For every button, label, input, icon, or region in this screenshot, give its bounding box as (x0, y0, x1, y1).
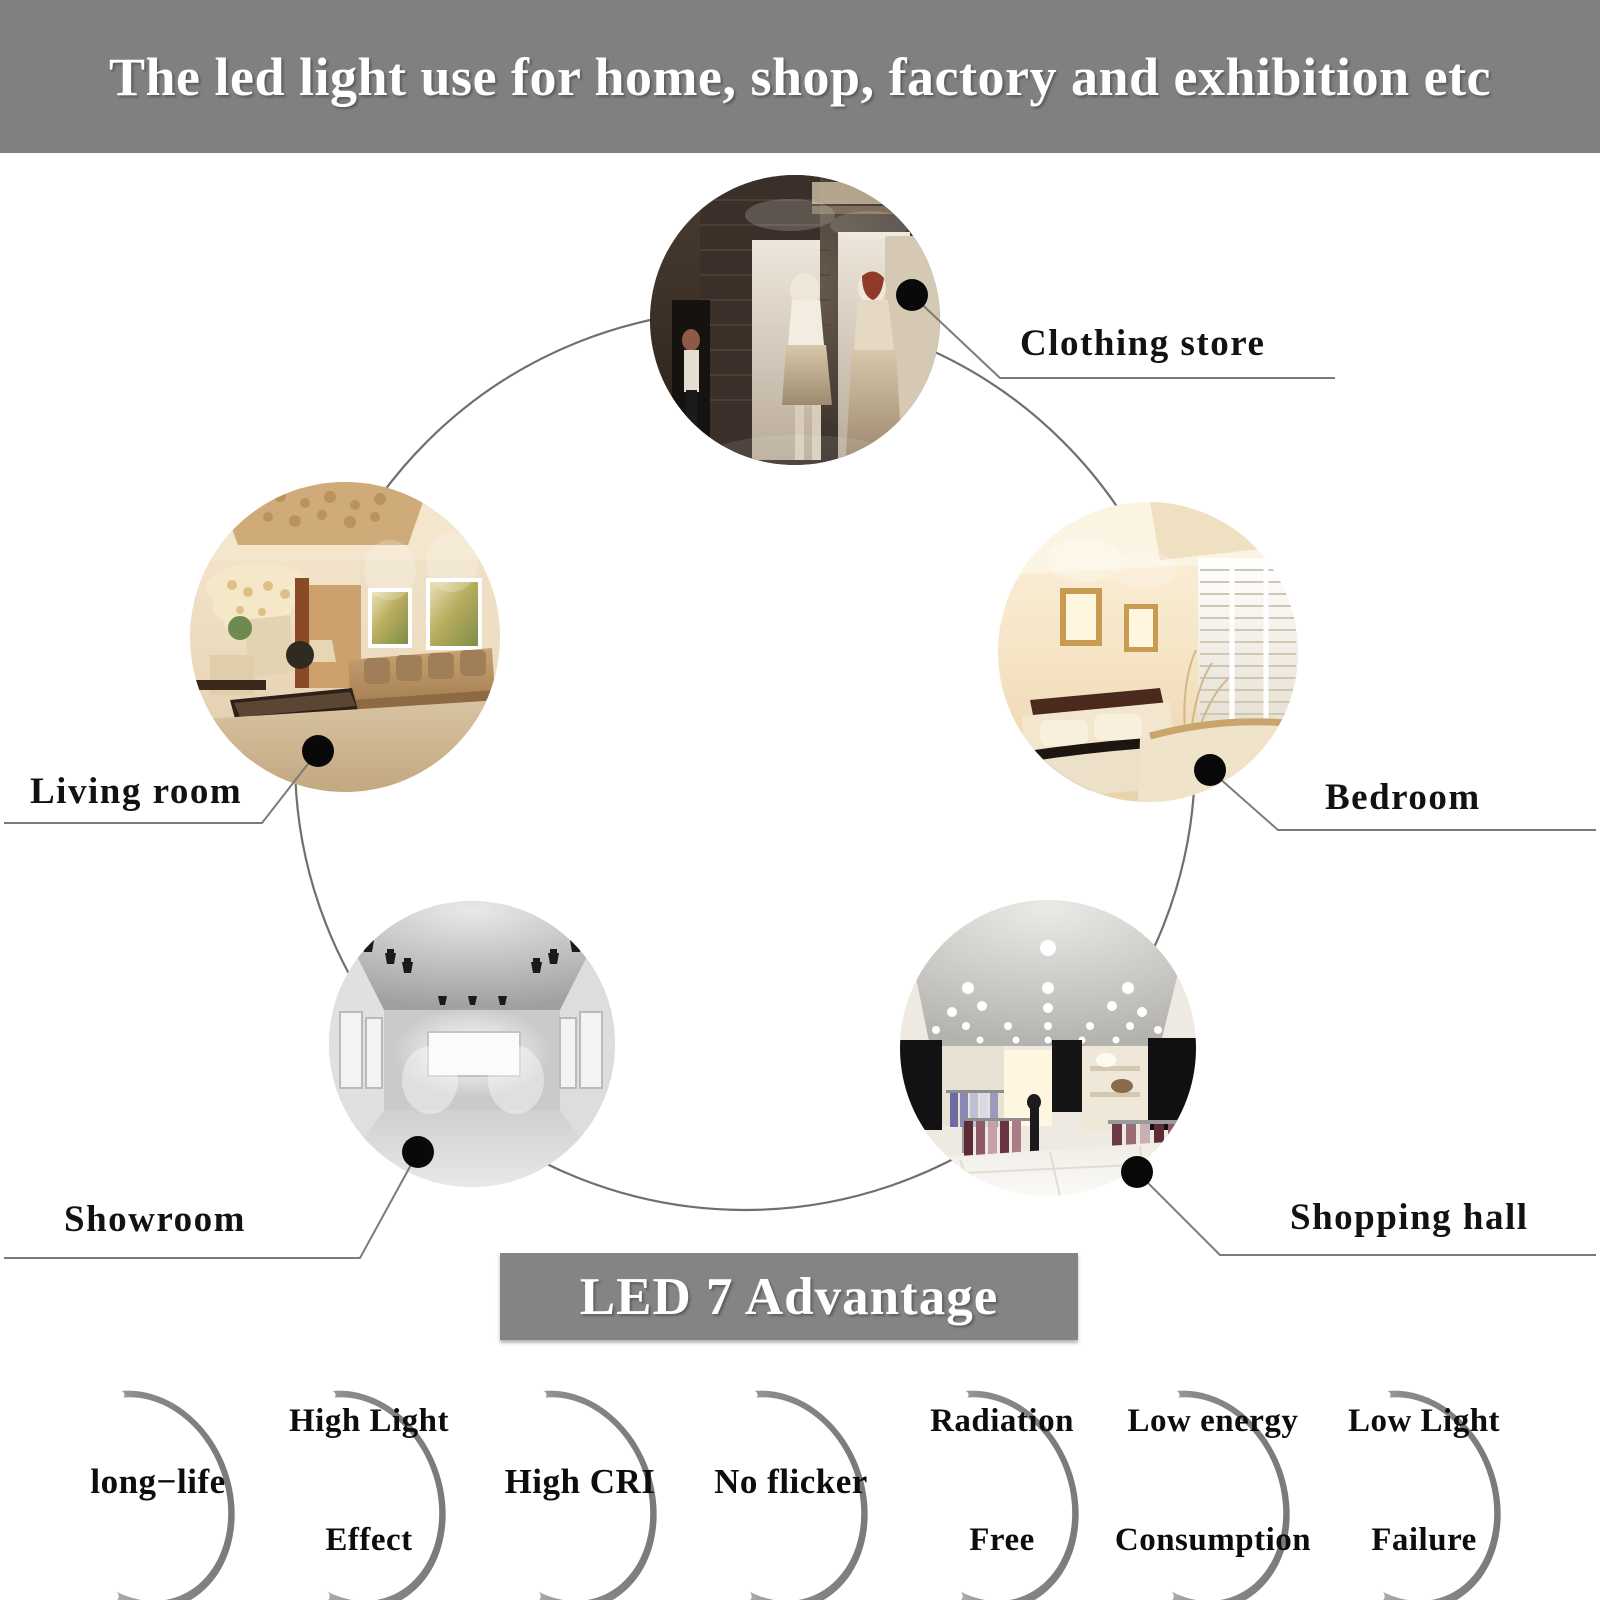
advantage-line: Radiation (930, 1403, 1074, 1439)
led-advantage-banner-title: LED 7 Advantage (579, 1267, 999, 1326)
advantage-line: Effect (325, 1522, 413, 1558)
scene-dot-living-room (302, 735, 334, 767)
advantage-item-low-energy-consumption[interactable]: Low energy Consumption (1113, 1362, 1313, 1600)
advantage-line: Failure (1371, 1522, 1477, 1558)
advantage-line: long−life (90, 1461, 226, 1501)
scene-circle-living-room[interactable] (190, 482, 500, 792)
advantage-item-high-light-effect[interactable]: High Light Effect (269, 1362, 469, 1600)
advantage-item-long-life[interactable]: long−life (58, 1362, 258, 1600)
advantage-line: Low Light (1347, 1403, 1501, 1439)
advantage-item-high-cri[interactable]: High CRI (480, 1362, 680, 1600)
scene-circle-bedroom[interactable] (998, 502, 1298, 802)
callout-label-clothing-store: Clothing store (1020, 323, 1266, 364)
scene-dot-bedroom (1194, 754, 1226, 786)
advantage-line: High CRI (504, 1461, 656, 1501)
scene-dot-showroom (402, 1136, 434, 1168)
scene-dot-clothing-store (896, 279, 928, 311)
advantage-label-low-light-failure: Low Light Failure (1296, 1362, 1552, 1600)
advantage-line: Free (969, 1522, 1035, 1558)
callout-label-showroom: Showroom (64, 1199, 246, 1240)
scene-dot-shopping-hall (1121, 1156, 1153, 1188)
callout-label-living-room: Living room (30, 771, 243, 812)
scene-circle-clothing-store[interactable] (650, 175, 940, 465)
header-bar (0, 0, 1600, 153)
page-title: The led light use for home, shop, factor… (108, 46, 1492, 107)
callout-label-bedroom: Bedroom (1325, 777, 1481, 818)
advantage-item-no-flicker[interactable]: No flicker (691, 1362, 891, 1600)
scene-circle-shopping-hall[interactable] (900, 900, 1196, 1196)
advantage-item-radiation-free[interactable]: Radiation Free (902, 1362, 1102, 1600)
advantage-line: Low energy (1127, 1403, 1299, 1439)
led-advantage-banner: LED 7 Advantage (500, 1253, 1078, 1340)
advantage-line: No flicker (714, 1461, 868, 1501)
advantages-row: long−life High Light Effect High CRI No … (0, 1362, 1600, 1600)
callout-label-shopping-hall: Shopping hall (1290, 1197, 1529, 1238)
advantage-line: Consumption (1114, 1522, 1312, 1558)
advantage-item-low-light-failure[interactable]: Low Light Failure (1324, 1362, 1524, 1600)
scene-circle-showroom[interactable] (329, 901, 615, 1187)
advantage-line: High Light (289, 1403, 449, 1439)
